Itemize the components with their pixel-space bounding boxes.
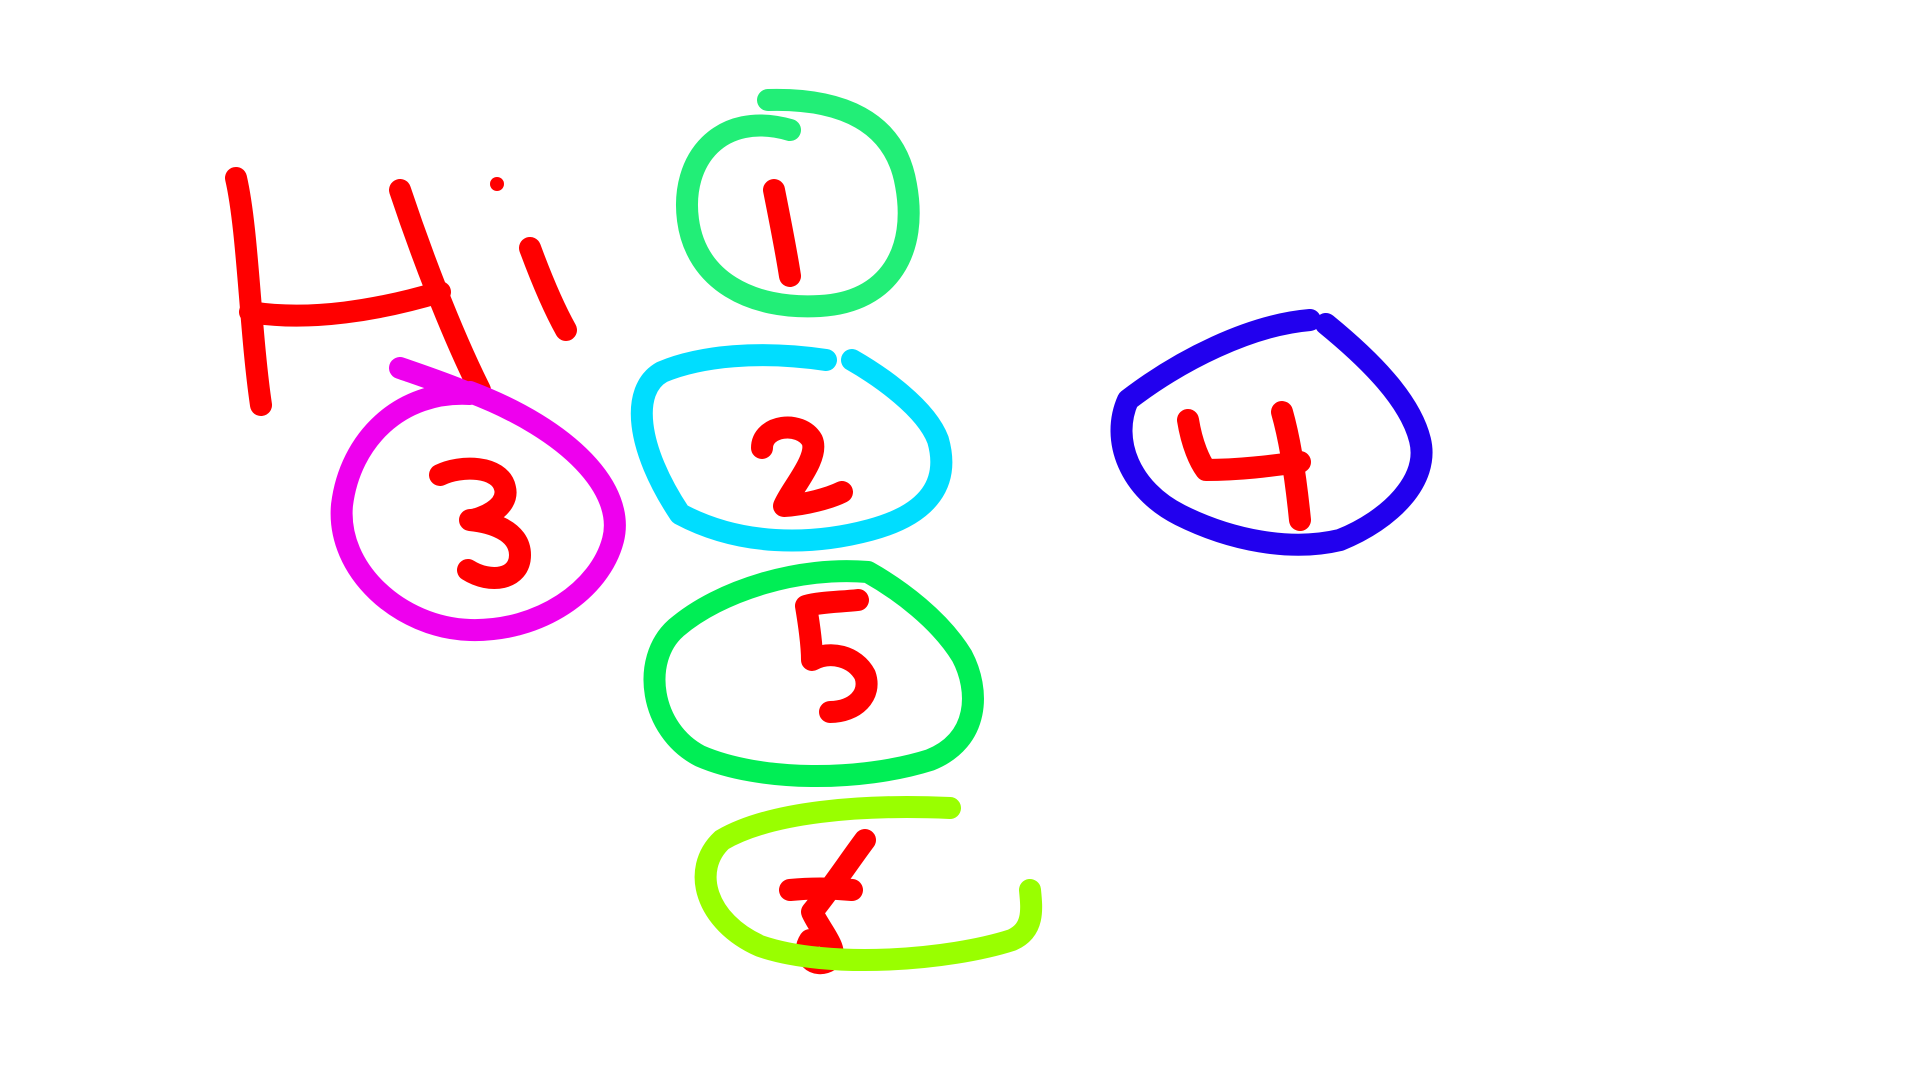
- annotation-6: [694, 796, 1043, 975]
- annotation-1: [676, 88, 920, 318]
- annotation-5: [643, 560, 984, 787]
- annotation-4: [1110, 309, 1433, 556]
- annotation-3: [330, 357, 626, 642]
- greeting-handwriting: [225, 167, 577, 416]
- annotation-2: [630, 344, 953, 552]
